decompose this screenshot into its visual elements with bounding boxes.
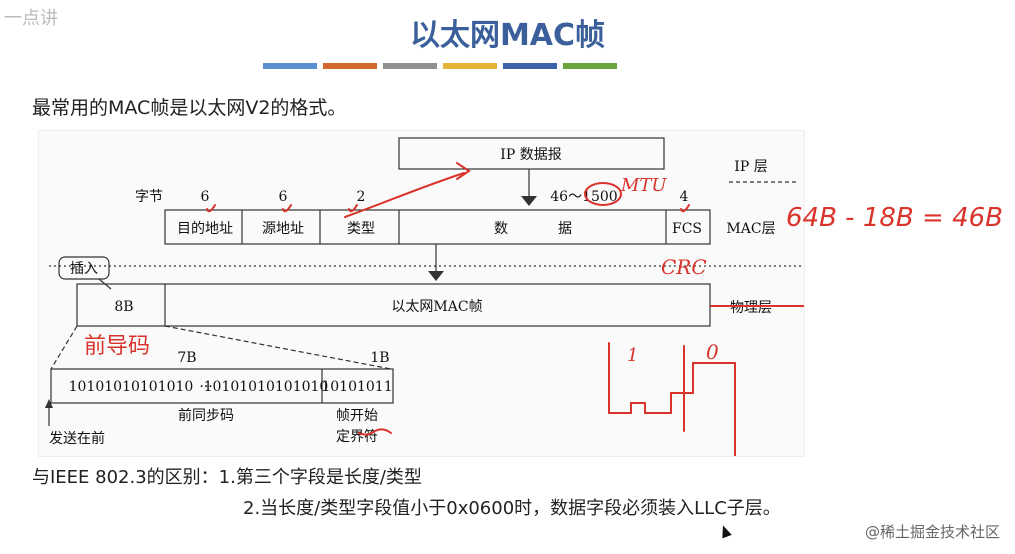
check-mark-type: [348, 204, 358, 213]
mouse-cursor-icon: [718, 523, 732, 539]
insert-bubble: [58, 256, 110, 280]
note-line-1: 与IEEE 802.3的区别：1.第三个字段是长度/类型: [32, 467, 422, 488]
byte-count-type: 2: [357, 189, 366, 205]
sync-name: 前同步码: [178, 407, 234, 424]
page-title: 以太网MAC帧: [409, 18, 606, 53]
preamble-detail-box: [50, 368, 394, 404]
insert-pointer: [98, 278, 112, 290]
annotation-crc: CRC: [661, 255, 707, 279]
color-bar-segment: [263, 63, 317, 69]
color-bar-segment: [383, 63, 437, 69]
bytes-label: 字节: [135, 189, 163, 205]
mac-frame-row: [164, 209, 711, 245]
diagram-svg: IP 数据报 IP 层 MAC层 物理层 字节 6 6 2 46～1500 4 …: [45, 137, 866, 464]
type-to-ip-arrow: [344, 172, 465, 218]
field-fcs: FCS: [672, 221, 702, 237]
ellipsis: ···: [199, 379, 212, 395]
color-bar-segment: [563, 63, 617, 69]
check-mark-dst: [206, 204, 216, 213]
ip-packet-label: IP 数据报: [500, 147, 561, 163]
color-bar: [263, 63, 617, 69]
mac-frame-diagram: IP 数据报 IP 层 MAC层 物理层 字节 6 6 2 46～1500 4 …: [38, 130, 866, 464]
insert-label: 插入: [70, 261, 98, 277]
mac-layer-label: MAC层: [726, 221, 775, 237]
sfd-name-1: 帧开始: [336, 408, 378, 424]
annotation-one: 1: [627, 345, 638, 366]
preamble-bytes: 8B: [114, 299, 133, 315]
byte-count-fcs: 4: [680, 189, 689, 205]
field-type: 类型: [347, 221, 375, 237]
field-src-address: 源地址: [262, 221, 304, 237]
sfd-bits: 10101011: [321, 379, 392, 395]
send-first-label: 发送在前: [49, 430, 105, 447]
arrow-head-down-2: [428, 271, 444, 281]
check-mark-fcs: [680, 204, 690, 213]
handwritten-strokes: [206, 162, 866, 464]
sync-bits-b: 10101010101010: [204, 379, 329, 395]
color-bar-segment: [503, 63, 557, 69]
arrow-head-up: [45, 399, 53, 408]
type-to-ip-arrowhead: [456, 162, 471, 180]
logo: 一点讲: [4, 8, 58, 29]
watermark: @稀土掘金技术社区: [864, 523, 1000, 541]
phy-layer-label: 物理层: [730, 300, 772, 316]
byte-count-src: 6: [279, 189, 288, 205]
field-dst-address: 目的地址: [177, 221, 233, 237]
annotation-zero: 0: [706, 340, 719, 364]
sfd-bytes: 1B: [370, 350, 389, 366]
note-line-2: 2.当长度/类型字段值小于0x0600时，数据字段必须装入LLC子层。: [243, 498, 781, 519]
byte-count-dst: 6: [201, 189, 210, 205]
annotation-calc: 64B - 18B = 46B: [786, 203, 1003, 233]
byte-count-data: 46～1500: [550, 189, 617, 205]
zoom-line-left: [50, 325, 78, 370]
field-data-2: 据: [558, 221, 572, 237]
sfd-underline: [358, 428, 392, 436]
mac-frame-label: 以太网MAC帧: [391, 299, 482, 315]
phy-frame-row: [76, 283, 711, 327]
sfd-name-2: 定界符: [336, 429, 378, 445]
field-data-1: 数: [494, 221, 508, 237]
arrow-head-down-1: [521, 196, 537, 206]
color-bar-segment: [323, 63, 377, 69]
check-mark-src: [282, 204, 292, 213]
signal-wave: [608, 342, 736, 464]
annotation-mtu: MTU: [620, 175, 667, 196]
ip-layer-label: IP 层: [734, 159, 767, 175]
ip-packet-box: [398, 137, 665, 170]
color-bar-segment: [443, 63, 497, 69]
subtitle: 最常用的MAC帧是以太网V2的格式。: [32, 97, 347, 119]
annotation-preamble: 前导码: [84, 334, 150, 359]
sync-bytes: 7B: [177, 350, 196, 366]
sync-bits-a: 10101010101010: [69, 379, 194, 395]
zoom-line-right: [164, 325, 392, 370]
mtu-circle: [584, 182, 622, 206]
